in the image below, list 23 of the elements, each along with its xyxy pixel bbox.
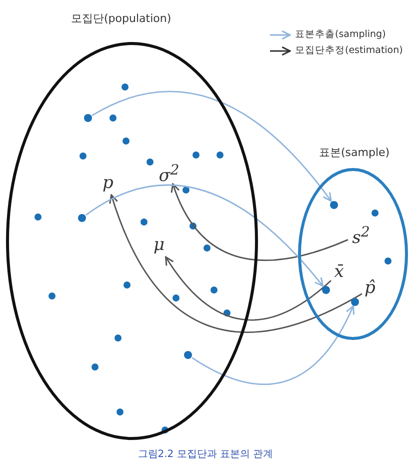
arrow [165,256,332,321]
arrow [171,183,348,261]
sample-point [351,298,359,306]
sample-point [84,114,92,122]
set-heading: 모집단(population) [71,11,172,26]
arrow [192,305,354,385]
parameter-symbol: x̄ [334,262,344,282]
parameter-symbol: s$^{2}$ [352,228,370,248]
arrow [86,184,324,287]
arrow [92,90,332,202]
set-heading: 표본(sample) [319,145,390,160]
parameter-symbol: σ$^{2}$ [158,166,180,186]
legend-label: 모집단추정(estimation) [295,44,403,57]
figure-caption: 그림2.2 모집단과 표본의 관계 [136,448,274,461]
sample-point [78,214,86,222]
parameter-symbol: p̂ [364,278,376,298]
arrow [110,194,362,333]
parameter-symbol: p [102,173,114,193]
sample-point [322,286,330,294]
sample-point [330,201,338,209]
legend-label: 표본추출(sampling) [295,28,386,41]
parameter-symbol: μ [153,235,165,255]
sample-point [184,351,192,359]
